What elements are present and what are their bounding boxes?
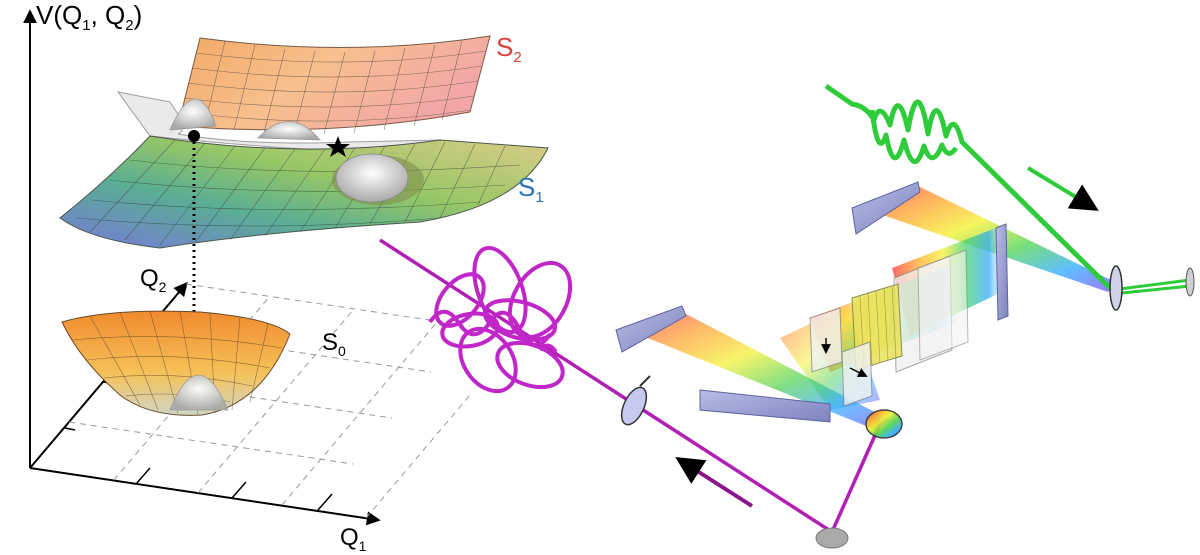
top-grating [851, 181, 921, 235]
probe-beam [824, 83, 1195, 311]
franck-condon-point [188, 130, 200, 142]
q1-axis [29, 467, 381, 526]
potential-energy-panel: V(Q1, Q2) Q2 Q1 S2 S1 S0 [23, 0, 549, 554]
turning-mirror [815, 527, 849, 549]
s2-label: S2 [496, 32, 522, 66]
shaped-pump-pulse-icon [428, 245, 573, 394]
pump-beam [379, 238, 903, 549]
s1-label: S1 [518, 172, 544, 206]
probe-mirror-1 [1109, 265, 1123, 311]
s1-surface [59, 135, 549, 249]
q1-axis-label: Q1 [340, 524, 367, 554]
right-mirror [995, 223, 1009, 321]
pump-direction-arrow [675, 456, 754, 508]
optical-setup [379, 83, 1195, 549]
s2-surface [177, 35, 491, 135]
polarizer-panel-2 [841, 341, 873, 407]
s0-surface [61, 310, 291, 416]
vertical-axis-label: V(Q1, Q2) [36, 0, 142, 34]
s0-label: S0 [322, 329, 346, 359]
pump-lens [620, 386, 648, 426]
left-grating [615, 305, 687, 353]
bottom-plate [699, 389, 831, 423]
intersection-star-icon [326, 136, 350, 157]
probe-mirror-2 [1185, 267, 1195, 297]
optics [615, 181, 1009, 423]
pump-mirror [865, 409, 903, 439]
q2-axis-label: Q2 [140, 265, 167, 295]
slm-panel-2 [917, 249, 969, 361]
